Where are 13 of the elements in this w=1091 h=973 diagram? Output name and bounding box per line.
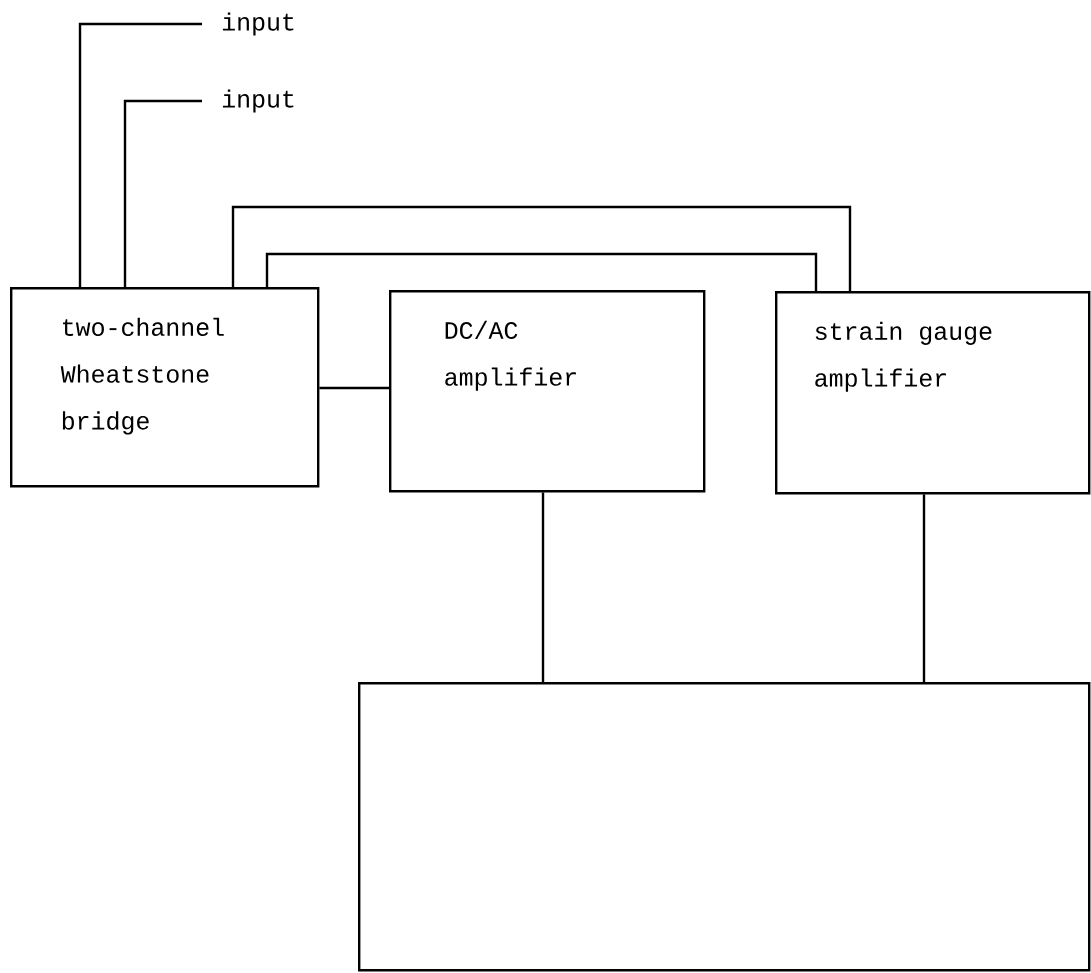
connector-line: [78, 22, 202, 287]
connector-line: [319, 386, 389, 390]
input-label: input: [222, 89, 294, 113]
block-box: DC/AC amplifier: [389, 290, 706, 493]
block-box: strain gauge amplifier: [775, 291, 1091, 495]
block-box: [358, 682, 1091, 972]
connector-line: [922, 494, 926, 682]
block-box: two-channel Wheatstone bridge: [10, 287, 320, 488]
connector-line: [541, 492, 545, 682]
connector-line: [231, 205, 852, 291]
connector-line: [123, 99, 202, 287]
input-label: input: [222, 12, 294, 36]
connector-line: [265, 252, 818, 291]
